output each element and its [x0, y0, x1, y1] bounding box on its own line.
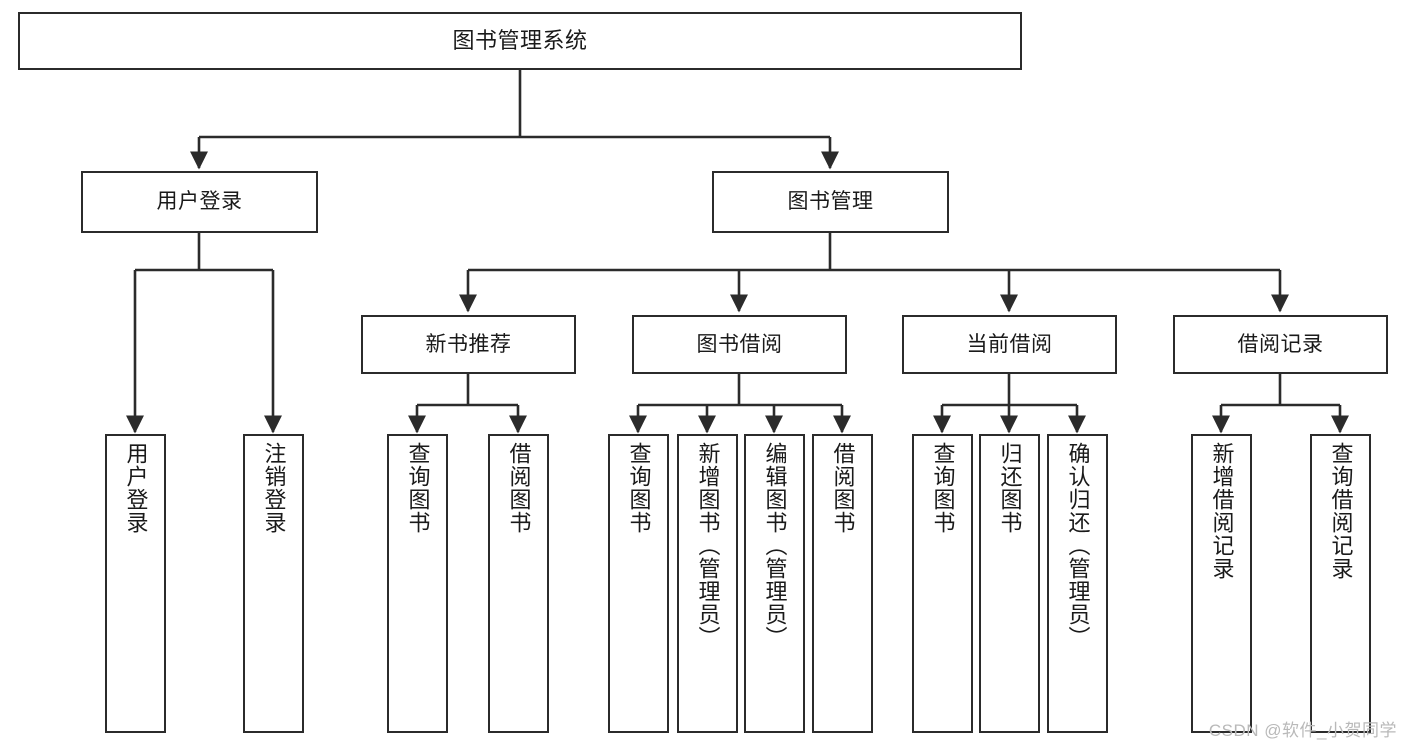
node-label: 借阅图书 [830, 442, 856, 534]
leaf-current-borrow-query[interactable]: 查询图书 [912, 434, 973, 733]
node-label: 编辑图书（管理员） [762, 442, 788, 649]
node-label: 图书管理 [787, 190, 874, 214]
node-label: 新增借阅记录 [1209, 442, 1235, 580]
leaf-new-book-query[interactable]: 查询图书 [387, 434, 448, 733]
node-label: 图书管理系统 [452, 27, 588, 53]
node-borrow-record[interactable]: 借阅记录 [1173, 315, 1388, 374]
node-book-borrow[interactable]: 图书借阅 [632, 315, 847, 374]
node-label: 借阅记录 [1237, 332, 1324, 356]
leaf-book-borrow-edit-admin[interactable]: 编辑图书（管理员） [744, 434, 805, 733]
node-label: 当前借阅 [966, 332, 1053, 356]
leaf-current-borrow-confirm-return-admin[interactable]: 确认归还（管理员） [1047, 434, 1108, 733]
leaf-borrow-record-add[interactable]: 新增借阅记录 [1191, 434, 1252, 733]
node-label: 确认归还（管理员） [1065, 442, 1091, 649]
leaf-current-borrow-return[interactable]: 归还图书 [979, 434, 1040, 733]
node-label: 归还图书 [997, 442, 1023, 534]
node-current-borrow[interactable]: 当前借阅 [902, 315, 1117, 374]
node-label: 图书借阅 [696, 332, 783, 356]
node-label: 借阅图书 [506, 442, 532, 534]
leaf-user-login-login[interactable]: 用户登录 [105, 434, 166, 733]
node-label: 查询图书 [626, 442, 652, 534]
node-label: 查询借阅记录 [1328, 442, 1354, 580]
node-book-management[interactable]: 图书管理 [712, 171, 949, 233]
leaf-user-login-logout[interactable]: 注销登录 [243, 434, 304, 733]
leaf-borrow-record-query[interactable]: 查询借阅记录 [1310, 434, 1371, 733]
leaf-book-borrow-query[interactable]: 查询图书 [608, 434, 669, 733]
leaf-book-borrow-add-admin[interactable]: 新增图书（管理员） [677, 434, 738, 733]
node-label: 注销登录 [261, 442, 287, 534]
node-label: 查询图书 [930, 442, 956, 534]
node-label: 查询图书 [405, 442, 431, 534]
node-label: 用户登录 [123, 442, 149, 534]
leaf-new-book-borrow[interactable]: 借阅图书 [488, 434, 549, 733]
node-label: 用户登录 [156, 190, 243, 214]
node-root-book-management-system[interactable]: 图书管理系统 [18, 12, 1022, 70]
node-label: 新增图书（管理员） [695, 442, 721, 649]
node-new-book-recommendation[interactable]: 新书推荐 [361, 315, 576, 374]
watermark: CSDN @软件_小贺同学 [1208, 721, 1397, 740]
node-label: 新书推荐 [425, 332, 512, 356]
node-user-login[interactable]: 用户登录 [81, 171, 318, 233]
leaf-book-borrow-borrow[interactable]: 借阅图书 [812, 434, 873, 733]
